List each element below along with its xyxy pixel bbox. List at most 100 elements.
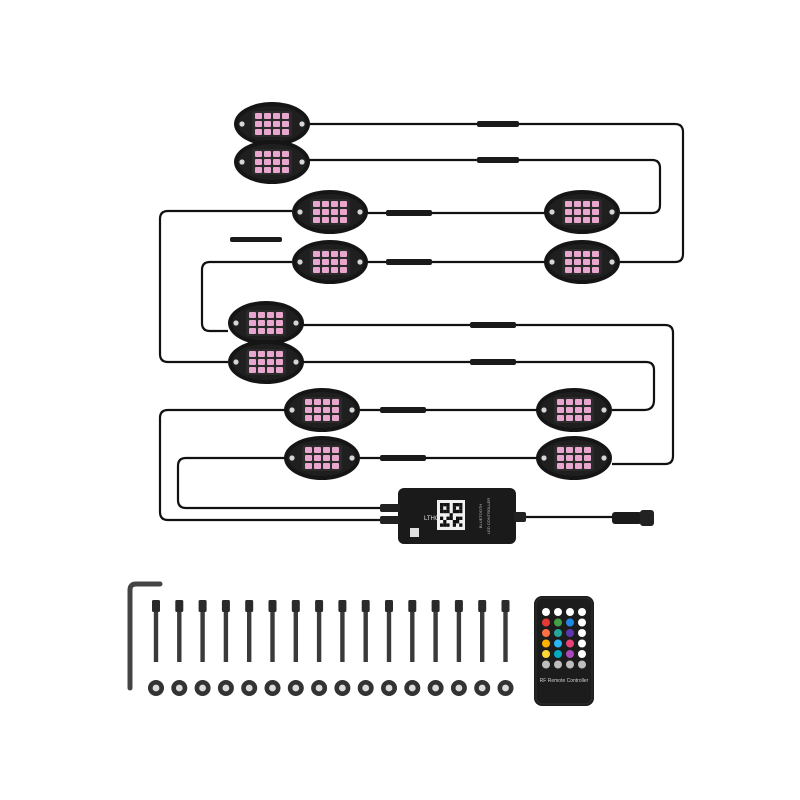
bolt-icon [454, 600, 463, 612]
led-chip [565, 217, 572, 223]
bolt-icon [221, 600, 230, 612]
led-chip [264, 151, 271, 157]
led-chip [584, 447, 591, 453]
led-chip [282, 159, 289, 165]
led-chip [258, 312, 265, 318]
led-chip [583, 251, 590, 257]
led-chip [276, 359, 283, 365]
remote-button[interactable] [554, 629, 562, 637]
led-chip [323, 447, 330, 453]
led-chip [264, 121, 271, 127]
led-chip [575, 399, 582, 405]
remote-button[interactable] [566, 608, 574, 616]
washer-set [148, 680, 514, 696]
led-chip [276, 351, 283, 357]
controller-brand: LTHC [424, 516, 440, 522]
remote-button[interactable] [566, 650, 574, 658]
allen-key-icon [127, 581, 163, 691]
remote-button[interactable] [578, 629, 586, 637]
led-chip [592, 251, 599, 257]
led-chip [305, 407, 312, 413]
remote-button[interactable] [542, 608, 550, 616]
led-chip [313, 217, 320, 223]
remote-button[interactable] [554, 618, 562, 627]
led-chip [258, 359, 265, 365]
rock-light-pod-icon [536, 388, 612, 432]
bolt-icon [361, 600, 370, 612]
remote-button[interactable] [554, 650, 562, 658]
rock-light-pod-icon [544, 240, 620, 284]
led-chip [264, 129, 271, 135]
wiring-harness [158, 122, 685, 522]
remote-button[interactable] [566, 660, 574, 669]
wire-connector-icon [470, 359, 516, 365]
led-chip [331, 209, 338, 215]
led-chip [340, 259, 347, 265]
wire-pod-8 [302, 360, 656, 412]
bolt-icon [245, 600, 254, 612]
remote-button[interactable] [554, 608, 562, 616]
rock-light-pod-icon [234, 140, 310, 184]
led-chip [575, 463, 582, 469]
led-chip [565, 201, 572, 207]
rock-light-pod-icon [536, 436, 612, 480]
led-chip [323, 407, 330, 413]
remote-button[interactable] [542, 660, 550, 669]
bolt-icon [431, 600, 440, 612]
remote-button[interactable] [566, 618, 574, 627]
rock-light-pod-icon [292, 190, 368, 234]
remote-button[interactable] [578, 639, 586, 648]
led-chip [249, 351, 256, 357]
led-chip [557, 407, 564, 413]
led-chip [565, 251, 572, 257]
remote-button[interactable] [542, 650, 550, 658]
led-chip [305, 463, 312, 469]
led-chip [584, 415, 591, 421]
wire-connector-icon [386, 259, 432, 265]
rock-light-pod-icon [228, 301, 304, 345]
led-chip [584, 399, 591, 405]
led-chip [322, 267, 329, 273]
remote-button[interactable] [566, 639, 574, 648]
led-chip [255, 129, 262, 135]
led-chip [314, 447, 321, 453]
led-chip [305, 455, 312, 461]
led-chip [249, 367, 256, 373]
wire-left-to-controller-1 [158, 408, 400, 522]
led-chip [340, 209, 347, 215]
led-chip [584, 407, 591, 413]
led-chip [331, 251, 338, 257]
wire-connector-icon [230, 237, 282, 242]
led-chip [323, 399, 330, 405]
remote-button[interactable] [542, 629, 550, 637]
led-chip [273, 159, 280, 165]
led-chip [276, 320, 283, 326]
led-chip [314, 415, 321, 421]
led-chip [332, 415, 339, 421]
remote-button[interactable] [542, 618, 550, 627]
led-chip [574, 251, 581, 257]
led-chip [340, 217, 347, 223]
remote-button[interactable] [554, 639, 562, 648]
led-chip [273, 151, 280, 157]
led-chip [557, 463, 564, 469]
wire-left-loop-2 [200, 260, 292, 333]
remote-button[interactable] [566, 629, 574, 637]
led-chip [583, 201, 590, 207]
wire-connector-icon [380, 455, 426, 461]
remote-button[interactable] [578, 618, 586, 627]
remote-button[interactable] [578, 660, 586, 669]
remote-button[interactable] [554, 660, 562, 669]
wire-connectors [230, 121, 519, 461]
rock-light-pod-icon [292, 240, 368, 284]
led-chip [267, 367, 274, 373]
wire-connector-icon [477, 157, 519, 163]
led-chip [255, 121, 262, 127]
led-chip [331, 217, 338, 223]
remote-button[interactable] [578, 650, 586, 658]
led-chip [323, 415, 330, 421]
remote-button[interactable] [578, 608, 586, 616]
led-chip [258, 367, 265, 373]
remote-button[interactable] [542, 639, 550, 648]
led-chip [332, 407, 339, 413]
